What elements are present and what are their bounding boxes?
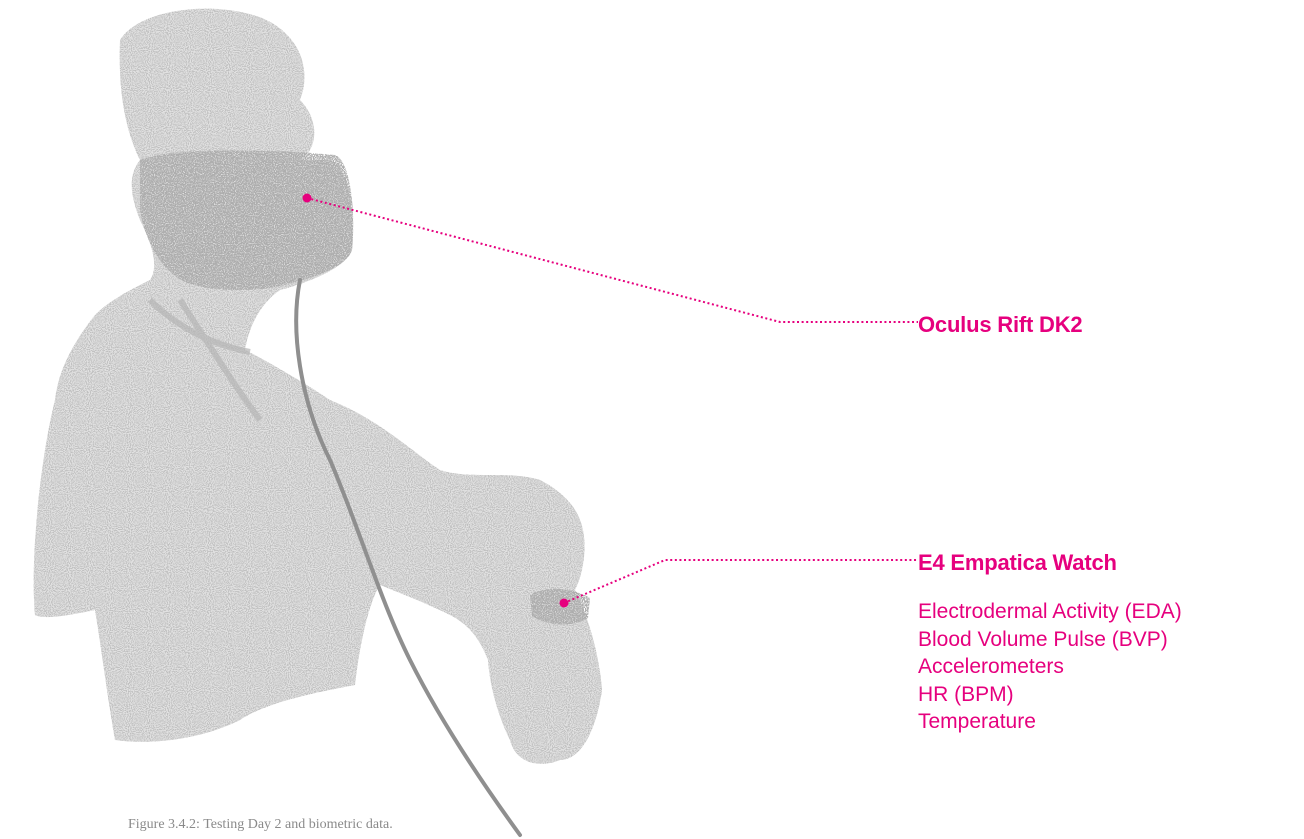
headset-label: Oculus Rift DK2 (918, 314, 1082, 336)
watch-measurement-list: Electrodermal Activity (EDA) Blood Volum… (918, 598, 1182, 736)
figure-caption: Figure 3.4.2: Testing Day 2 and biometri… (128, 817, 393, 833)
measurement-item: Electrodermal Activity (EDA) (918, 598, 1182, 626)
headset-leader-line (307, 198, 918, 322)
watch-label: E4 Empatica Watch (918, 552, 1117, 574)
measurement-item: Blood Volume Pulse (BVP) (918, 626, 1182, 654)
figure-speckle (34, 9, 602, 764)
measurement-item: Temperature (918, 708, 1182, 736)
headset-shape (140, 150, 353, 290)
watch-leader-line (564, 560, 918, 603)
headset-anchor-dot (303, 194, 312, 203)
watch-shape (530, 589, 590, 625)
watch-anchor-dot (560, 599, 569, 608)
measurement-item: HR (BPM) (918, 681, 1182, 709)
measurement-item: Accelerometers (918, 653, 1182, 681)
